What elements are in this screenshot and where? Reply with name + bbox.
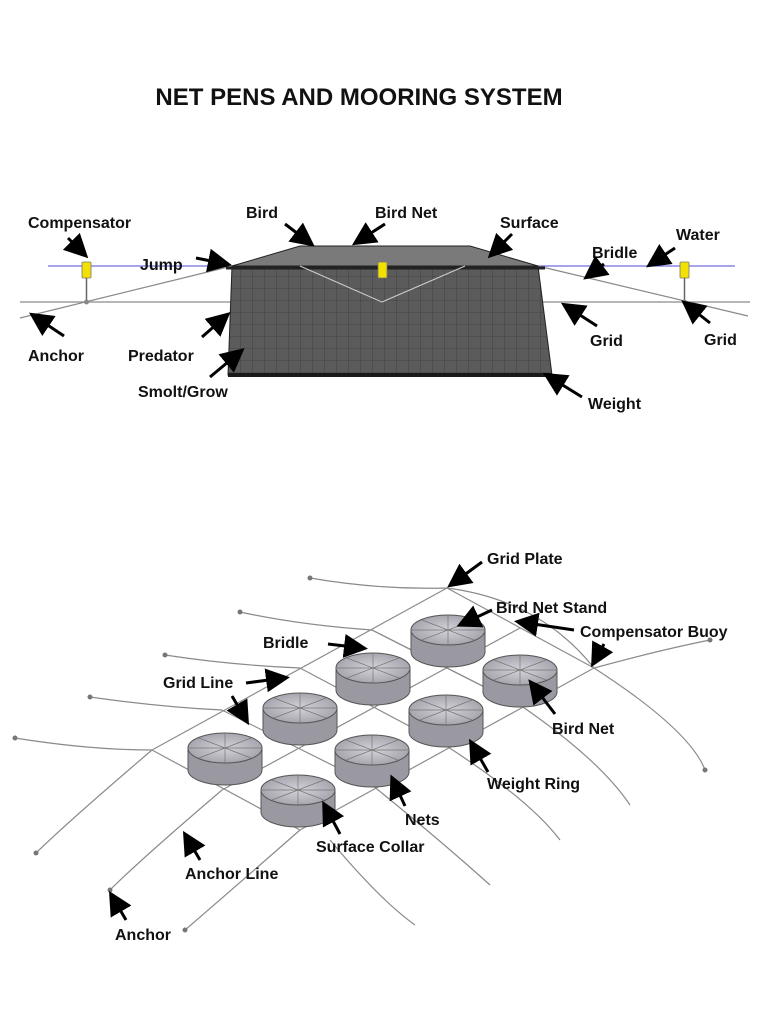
label-bird: Bird: [246, 205, 278, 222]
label-bird-net: Bird Net: [375, 205, 438, 222]
arrow-anchor-plan: [108, 890, 132, 921]
inner-line-2: [381, 265, 466, 303]
pen-3: [482, 654, 558, 708]
arrow-predator: [201, 312, 231, 339]
pen-4: [262, 692, 338, 746]
label-smolt-grow: Smolt/Grow: [138, 384, 228, 401]
label-weight-ring: Weight Ring: [487, 776, 580, 793]
label-grid-plate: Grid Plate: [487, 551, 563, 568]
pen-bird-net-roof: [231, 245, 539, 267]
pen-2: [335, 652, 411, 706]
compensator-buoy-left: [81, 261, 92, 305]
pen-1: [410, 614, 486, 668]
arrow-grid-1: [560, 302, 598, 328]
inner-line-1: [299, 265, 383, 303]
label-nets: Nets: [405, 812, 440, 829]
arrow-smolt-grow: [209, 348, 245, 379]
pen-5: [408, 694, 484, 748]
compensator-buoy-right: [679, 261, 690, 305]
mooring-line-left: [19, 265, 233, 319]
label-bird-net-stand: Bird Net Stand: [496, 600, 607, 617]
arrow-nets: [389, 774, 412, 807]
label-compensator: Compensator: [28, 215, 131, 232]
anchor-points: [12, 575, 713, 933]
pen-8: [260, 774, 336, 828]
arrow-weight: [542, 372, 583, 399]
arrow-bird-net-plan: [528, 679, 557, 715]
label-grid-line: Grid Line: [163, 675, 233, 692]
arrow-grid-line-2: [226, 695, 250, 726]
label-anchor-line: Anchor Line: [185, 866, 278, 883]
pen-7: [334, 734, 410, 788]
arrow-water: [646, 244, 676, 268]
label-grid-1: Grid: [590, 333, 623, 350]
arrow-grid-2: [681, 300, 711, 325]
label-grid-2: Grid: [704, 332, 737, 349]
arrow-surface: [487, 232, 514, 259]
pen-net-wall: [227, 265, 553, 376]
arrow-compensator: [62, 232, 89, 259]
compensator-buoy-center: [377, 261, 388, 279]
page-title: NET PENS AND MOORING SYSTEM: [155, 84, 563, 111]
label-bird-net-plan: Bird Net: [552, 721, 615, 738]
label-compensator-buoy: Compensator Buoy: [580, 624, 728, 641]
label-anchor-plan: Anchor: [115, 927, 171, 944]
arrow-bridle-plan: [327, 633, 368, 658]
label-bridle: Bridle: [592, 245, 637, 262]
arrow-grid-plate: [447, 560, 483, 588]
label-surface-collar: Surface Collar: [316, 839, 424, 856]
arrow-weight-ring: [469, 738, 492, 773]
arrow-bird: [284, 222, 315, 247]
arrow-anchor: [29, 312, 65, 338]
label-water: Water: [676, 227, 720, 244]
arrow-jump: [195, 248, 232, 273]
arrow-compensator-buoy-2: [591, 640, 614, 668]
label-bridle-plan: Bridle: [263, 635, 308, 652]
arrow-anchor-line: [182, 830, 206, 861]
pen-6: [187, 732, 263, 786]
label-weight: Weight: [588, 396, 642, 413]
arrow-grid-line-1: [245, 668, 290, 693]
arrow-compensator-buoy: [514, 612, 575, 637]
arrow-bird-net-stand: [456, 605, 493, 628]
label-anchor: Anchor: [28, 348, 84, 365]
label-jump: Jump: [140, 257, 183, 274]
anchor-lines: [14, 577, 711, 931]
arrow-surface-collar: [322, 800, 345, 835]
label-predator: Predator: [128, 348, 194, 365]
plan-view: Grid Plate Bird Net Stand Bridle Compens…: [12, 551, 728, 944]
label-surface: Surface: [500, 215, 559, 232]
arrow-bridle: [583, 255, 610, 280]
side-view: Compensator Bird Bird Net Surface Water …: [19, 205, 750, 413]
bridle-line-right: [537, 265, 749, 317]
net-pen-side: [226, 245, 553, 377]
arrow-bird-net: [351, 222, 386, 246]
